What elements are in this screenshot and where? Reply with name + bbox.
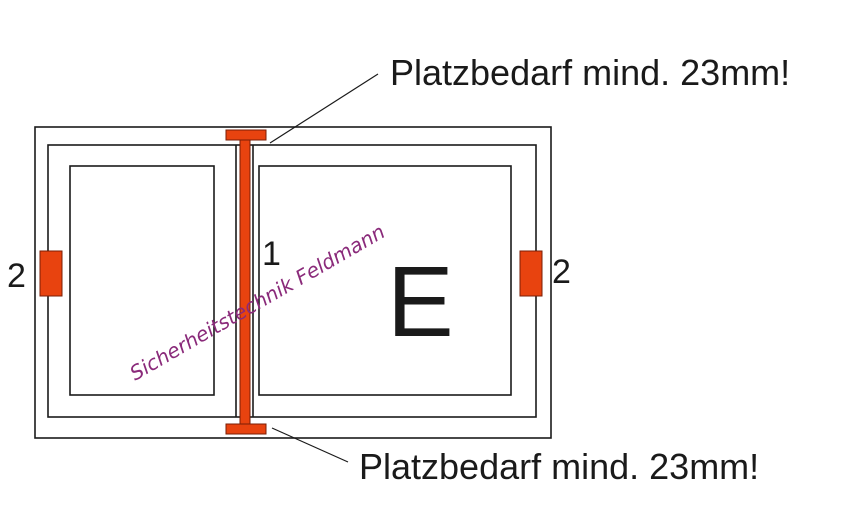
- label-part-2-left: 2: [7, 257, 26, 295]
- right-pane: [258, 165, 512, 396]
- left-lock: [39, 250, 63, 297]
- bottom-cap: [225, 423, 267, 435]
- left-pane: [69, 165, 215, 396]
- label-e: E: [387, 246, 454, 358]
- bottom-note: Platzbedarf mind. 23mm!: [359, 446, 759, 487]
- watermark: Sicherheitstechnik Feldmann: [126, 219, 389, 385]
- label-part-2-right: 2: [552, 253, 571, 291]
- label-part-1: 1: [262, 235, 281, 273]
- top-leader-line: [269, 73, 379, 144]
- center-bar: [239, 139, 251, 425]
- top-cap: [225, 129, 267, 141]
- right-lock: [519, 250, 543, 297]
- top-note: Platzbedarf mind. 23mm!: [390, 52, 790, 93]
- bottom-leader-line: [271, 427, 349, 463]
